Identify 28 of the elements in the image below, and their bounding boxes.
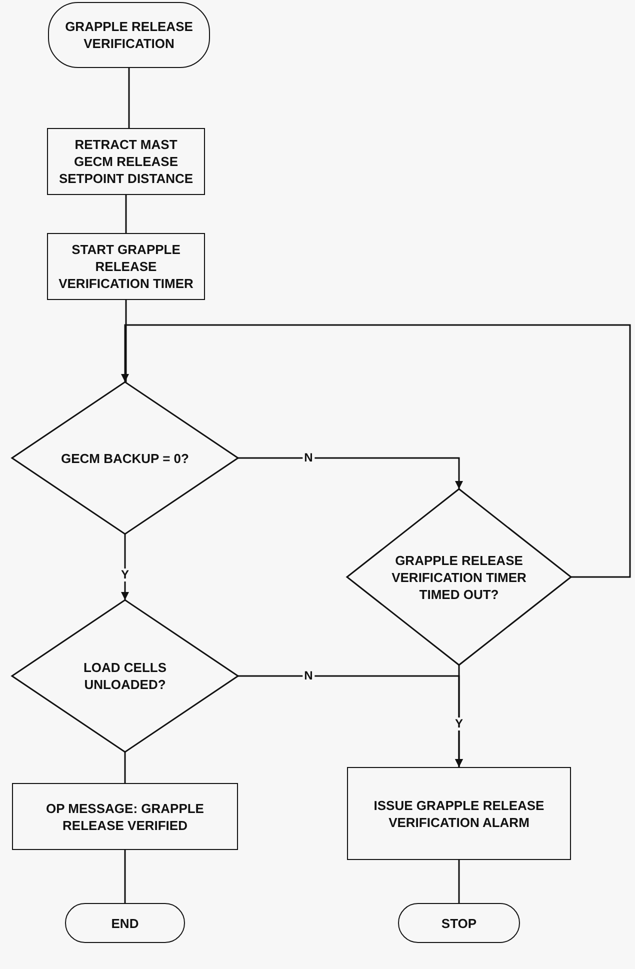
edge-label: Y [119, 568, 131, 582]
step-text: LOAD CELLS UNLOADED? [82, 659, 168, 693]
step-text: GRAPPLE RELEASE VERIFICATION TIMER TIMED OUT? [391, 552, 527, 602]
connector-arrow [121, 534, 129, 600]
connector-arrow [455, 665, 463, 767]
process-box [347, 767, 571, 860]
terminal-shape [65, 903, 185, 943]
step-text: STOP [441, 914, 477, 932]
edge-label: N [302, 670, 315, 682]
process-box [47, 128, 205, 195]
step-text: GRAPPLE RELEASE VERIFICATION [64, 18, 194, 52]
connector-arrow [121, 324, 631, 578]
step-text: END [111, 914, 139, 932]
decision-diamond [12, 382, 238, 534]
step-text: RETRACT MAST GECM RELEASE SETPOINT DISTANCE [58, 136, 194, 187]
process-box [12, 783, 238, 850]
process-box [47, 233, 205, 300]
step-text: OP MESSAGE: GRAPPLE RELEASE VERIFIED [45, 800, 205, 834]
decision-diamond [12, 600, 238, 752]
decision-diamond [347, 489, 571, 665]
terminal-shape [48, 2, 210, 68]
step-text: START GRAPPLE RELEASE VERIFICATION TIMER [58, 241, 194, 292]
connector-arrow [238, 457, 463, 489]
step-text: ISSUE GRAPPLE RELEASE VERIFICATION ALARM [372, 796, 546, 830]
edge-label: Y [453, 718, 465, 730]
step-text: GECM BACKUP = 0? [61, 450, 189, 466]
terminal-shape [398, 903, 520, 943]
edge-label: N [302, 452, 315, 464]
